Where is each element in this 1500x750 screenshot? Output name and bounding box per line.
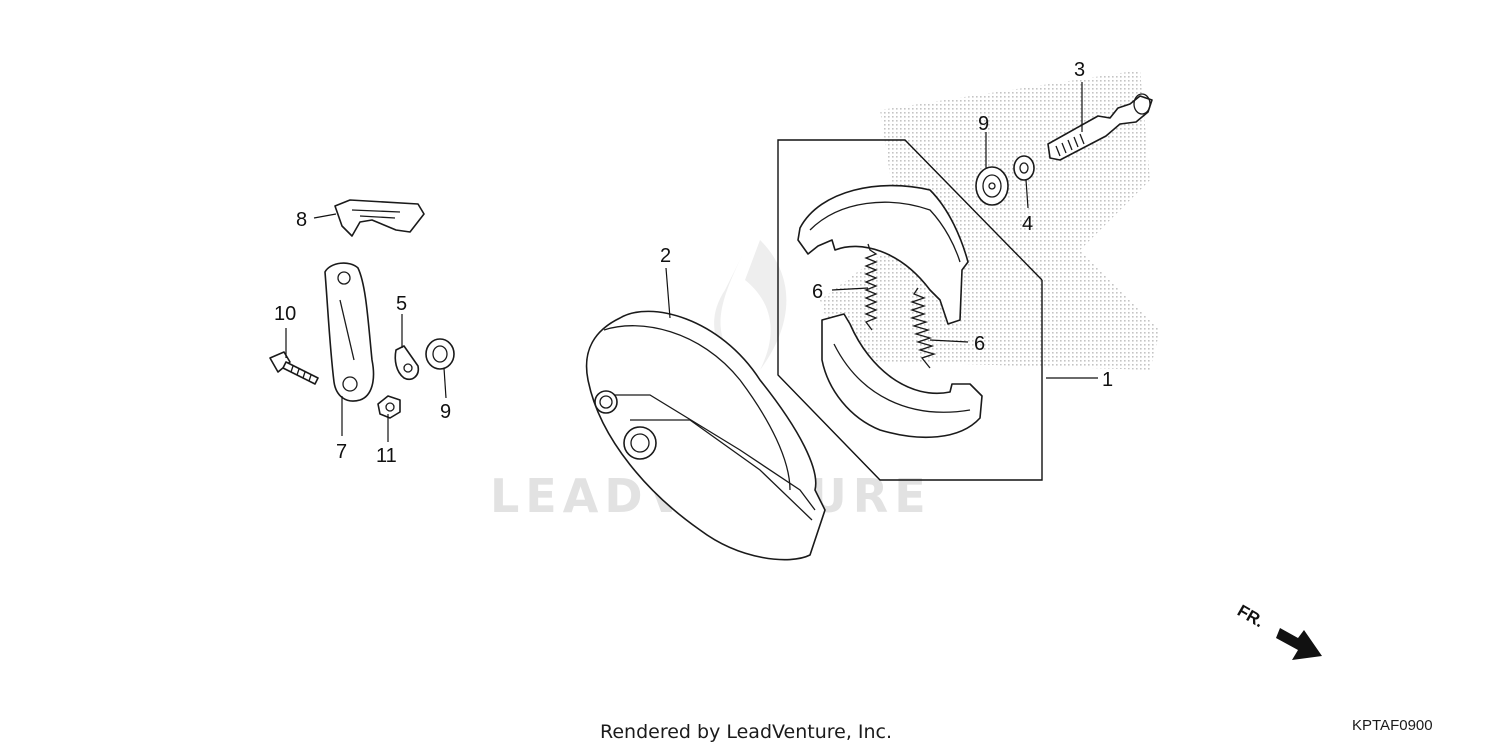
callout-7: 7: [336, 441, 347, 463]
front-direction-marker: FR.: [1234, 601, 1322, 660]
part-6-spring-upper: [864, 243, 878, 331]
callout-9-left: 9: [440, 401, 451, 423]
part-11-nut: [377, 395, 401, 419]
callout-6-upper: 6: [812, 281, 823, 303]
part-8-bracket: [334, 199, 425, 237]
callout-5: 5: [396, 293, 407, 315]
diagram-code: KPTAF0900: [1352, 717, 1433, 734]
callout-10: 10: [274, 303, 296, 325]
assembly-bracket-1: [777, 139, 1043, 481]
callout-9-right: 9: [978, 113, 989, 135]
part-2-brake-panel: [585, 310, 826, 561]
callout-1: 1: [1102, 369, 1113, 391]
front-marker-label: FR.: [1234, 601, 1267, 631]
callout-2: 2: [660, 245, 671, 267]
callout-3: 3: [1074, 59, 1085, 81]
front-arrow-icon: [1276, 628, 1322, 660]
part-4-washer: [1013, 155, 1035, 181]
callout-8: 8: [296, 209, 307, 231]
leader-lines: [285, 82, 1098, 442]
part-3-brake-cam: [1047, 93, 1153, 161]
part-9-bearing-right: [975, 166, 1009, 206]
part-1-brake-shoe-lower: [821, 313, 983, 439]
part-7-brake-arm: [324, 262, 375, 402]
part-5-indicator: [394, 345, 420, 381]
callout-6-lower: 6: [974, 333, 985, 355]
callout-11: 11: [376, 445, 397, 467]
callout-4: 4: [1022, 213, 1033, 235]
footer-credit: Rendered by LeadVenture, Inc.: [600, 721, 892, 743]
part-10-bolt: [269, 351, 319, 385]
part-1-brake-shoe-upper: [797, 184, 969, 325]
part-9-seal-left: [425, 338, 455, 370]
part-6-spring-lower: [909, 287, 937, 369]
